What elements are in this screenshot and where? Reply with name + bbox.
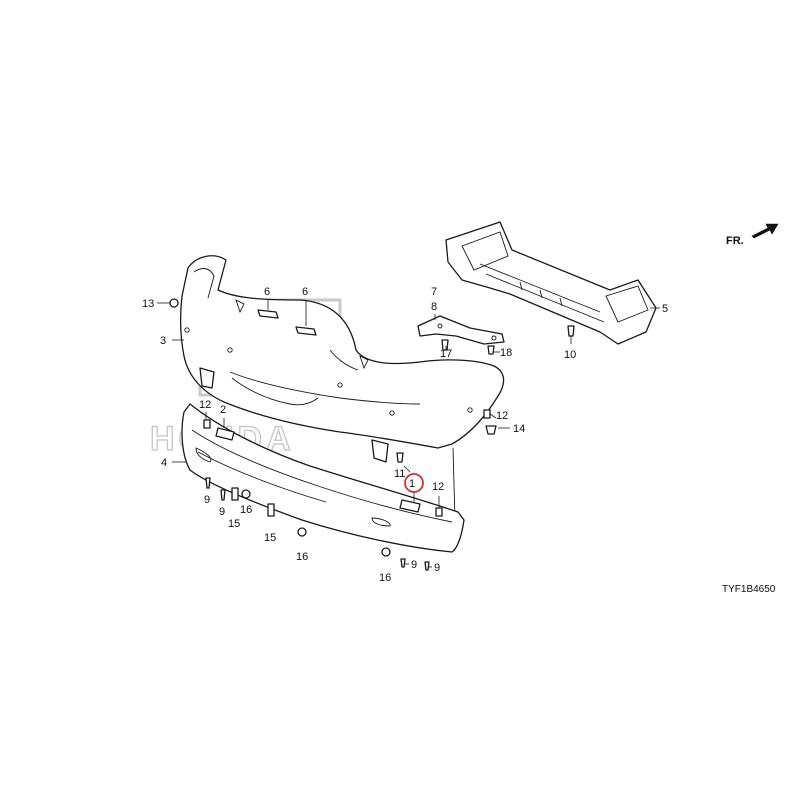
fastener-12c	[435, 507, 443, 517]
bumper-side-bracket	[417, 315, 505, 345]
callout-9-c[interactable]: 9	[411, 559, 417, 571]
fasteners	[169, 298, 575, 571]
clip-dashes	[405, 563, 432, 568]
clip-16c	[381, 547, 391, 557]
fastener-12a	[203, 419, 211, 429]
fastener-12b	[483, 409, 491, 419]
callout-12-b[interactable]: 12	[496, 410, 508, 422]
callout-17[interactable]: 17	[440, 348, 452, 360]
callout-4[interactable]: 4	[161, 457, 167, 469]
callouts: 1 2 3 4 5 6 6 7 8 9 9 9 9 10 11 12 12 12…	[142, 286, 668, 584]
fastener-10	[567, 325, 575, 337]
front-label: FR.	[726, 235, 744, 247]
callout-9-b[interactable]: 9	[219, 506, 225, 518]
clip-15b	[267, 503, 275, 517]
clip-9a	[205, 477, 211, 489]
callout-3[interactable]: 3	[160, 335, 166, 347]
fastener-14	[485, 425, 497, 435]
front-arrow-icon	[751, 223, 779, 239]
clip-16b	[297, 527, 307, 537]
rear-bumper-beam	[445, 221, 657, 345]
callout-12-c[interactable]: 12	[432, 481, 444, 493]
clip-16a	[241, 489, 251, 499]
rear-bumper-cover	[180, 255, 505, 521]
fastener-18	[487, 345, 495, 355]
callout-6-right[interactable]: 6	[302, 286, 308, 298]
callout-7[interactable]: 7	[431, 286, 437, 298]
callout-5[interactable]: 5	[662, 303, 668, 315]
callout-16-b[interactable]: 16	[296, 551, 308, 563]
callout-1[interactable]: 1	[409, 478, 415, 490]
callout-18[interactable]: 18	[500, 347, 512, 359]
clip-9c	[400, 558, 406, 568]
callout-13[interactable]: 13	[142, 298, 154, 310]
callout-16-a[interactable]: 16	[240, 504, 252, 516]
clip-9d	[424, 561, 430, 571]
lower-valance	[181, 403, 465, 553]
callout-15-a[interactable]: 15	[228, 518, 240, 530]
callout-11[interactable]: 11	[394, 468, 405, 480]
callout-14[interactable]: 14	[513, 423, 525, 435]
callout-16-c[interactable]: 16	[379, 572, 391, 584]
callout-2[interactable]: 2	[220, 404, 226, 416]
clip-9b	[220, 489, 226, 501]
callout-9-d[interactable]: 9	[434, 562, 440, 574]
clip-15a	[231, 487, 239, 501]
callout-9-a[interactable]: 9	[204, 494, 210, 506]
diagram-code: TYF1B4650	[722, 584, 776, 595]
callout-6-left[interactable]: 6	[264, 286, 270, 298]
callout-12-a[interactable]: 12	[199, 399, 211, 411]
callout-15-b[interactable]: 15	[264, 532, 276, 544]
leader-lines	[157, 300, 660, 508]
front-direction-indicator: FR.	[726, 223, 779, 247]
callout-8[interactable]: 8	[431, 301, 437, 313]
fastener-11	[396, 452, 404, 463]
fastener-13	[169, 298, 179, 308]
highlight-ring	[404, 473, 424, 493]
callout-10[interactable]: 10	[564, 349, 576, 361]
fastener-17	[441, 339, 449, 351]
